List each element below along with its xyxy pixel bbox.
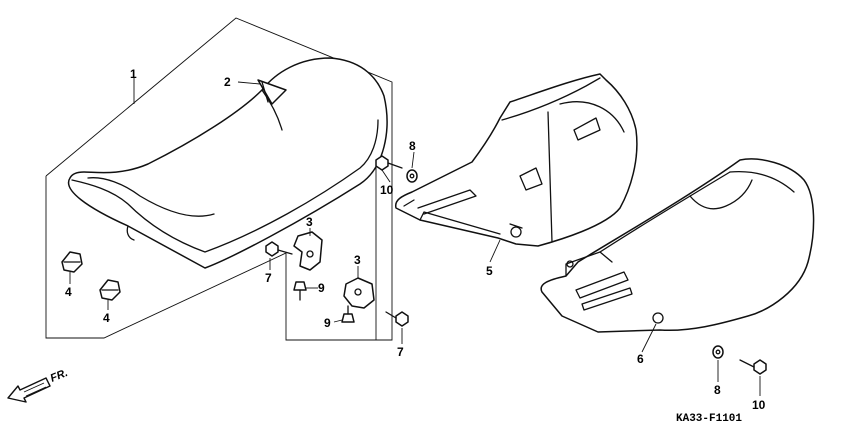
- washer-8b: [712, 345, 724, 359]
- bolt-7a: [265, 241, 293, 257]
- leader-lines: [69, 78, 761, 396]
- callout-8a: 8: [409, 139, 416, 153]
- grommet-4a: [61, 251, 83, 273]
- callout-5: 5: [486, 264, 493, 278]
- callout-9a: 9: [318, 281, 325, 295]
- bolt-10a: [375, 155, 403, 171]
- callouts: 1 2 3 3 4 4 5 6 7 7 8 8 9 9 10 10: [65, 67, 766, 412]
- callout-1: 1: [130, 67, 137, 81]
- seat: [67, 57, 388, 269]
- figure-code: KA33-F1101: [676, 413, 742, 424]
- callout-8b: 8: [714, 383, 721, 397]
- screw-9b: [341, 305, 355, 323]
- callout-2: 2: [224, 75, 231, 89]
- side-cover-5: [394, 73, 638, 247]
- callout-6: 6: [637, 352, 644, 366]
- side-cover-6: [540, 158, 815, 333]
- callout-4a: 4: [65, 285, 72, 299]
- callout-7b: 7: [397, 345, 404, 359]
- bolt-10b: [739, 359, 767, 375]
- callout-7a: 7: [265, 271, 272, 285]
- callout-10b: 10: [752, 398, 766, 412]
- callout-3b: 3: [354, 253, 361, 267]
- seat-strap: [257, 79, 287, 105]
- seat-assembly-outline: [45, 17, 393, 341]
- bracket-3a: [293, 231, 323, 271]
- callout-4b: 4: [103, 311, 110, 325]
- screw-9a: [293, 281, 307, 301]
- callout-9b: 9: [324, 316, 331, 330]
- callout-3a: 3: [306, 215, 313, 229]
- bracket-3b: [343, 277, 375, 309]
- grommet-4b: [99, 279, 121, 301]
- front-direction-label: FR.: [49, 367, 70, 385]
- callout-10a: 10: [380, 183, 394, 197]
- bolt-7b: [385, 311, 409, 327]
- washer-8a: [406, 169, 418, 183]
- front-direction-arrow: FR.: [7, 367, 70, 403]
